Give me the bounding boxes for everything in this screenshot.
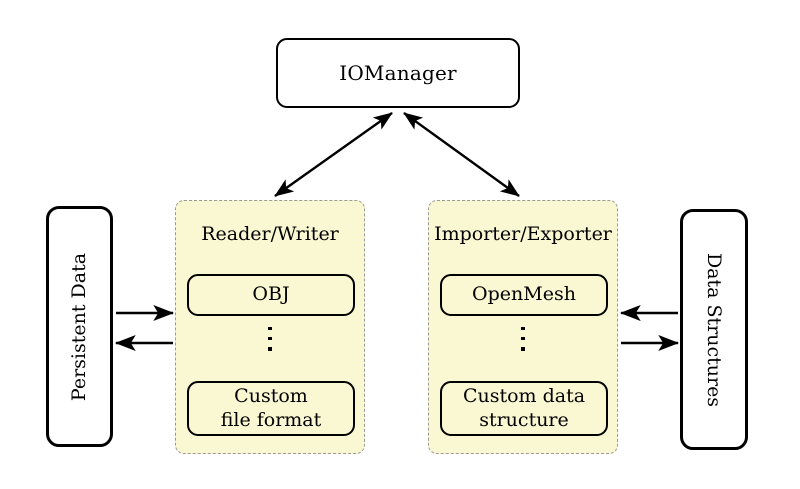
box-obj: OBJ bbox=[187, 274, 355, 316]
box-custom-file-format: Custom file format bbox=[187, 381, 355, 436]
box-custom-data-structure-line1: Custom data bbox=[462, 385, 586, 408]
ellipsis-dot bbox=[268, 347, 272, 351]
box-custom-data-structure-label: Custom data structure bbox=[463, 385, 585, 431]
group-reader-writer-title: Reader/Writer bbox=[201, 223, 339, 245]
ellipsis-dot bbox=[521, 347, 525, 351]
group-importer-exporter-title: Importer/Exporter bbox=[434, 223, 612, 245]
ellipsis-dot bbox=[521, 327, 525, 331]
node-persistent-data: Persistent Data bbox=[46, 206, 113, 447]
ellipsis-dot bbox=[268, 327, 272, 331]
box-custom-file-format-label: Custom file format bbox=[221, 385, 322, 431]
box-custom-file-format-line1: Custom bbox=[234, 385, 308, 408]
node-data-structures: Data Structures bbox=[680, 209, 748, 450]
box-openmesh-label: OpenMesh bbox=[472, 283, 576, 306]
box-custom-file-format-line2: file format bbox=[220, 408, 322, 431]
connector-manager-readerwriter bbox=[274, 112, 393, 197]
persistent-data-label: Persistent Data bbox=[68, 252, 91, 401]
ellipsis-reader-writer bbox=[176, 327, 364, 351]
box-custom-data-structure-line2: structure bbox=[479, 408, 569, 431]
box-openmesh: OpenMesh bbox=[440, 274, 608, 316]
ellipsis-dot bbox=[268, 337, 272, 341]
group-importer-exporter: Importer/Exporter OpenMesh Custom data s… bbox=[428, 200, 618, 454]
data-structures-label: Data Structures bbox=[703, 252, 725, 407]
connector-manager-importerexporter bbox=[403, 112, 520, 197]
group-reader-writer: Reader/Writer OBJ Custom file format bbox=[175, 200, 365, 454]
box-obj-label: OBJ bbox=[252, 283, 290, 306]
ellipsis-dot bbox=[521, 337, 525, 341]
node-iomanager: IOManager bbox=[276, 38, 520, 108]
iomanager-label: IOManager bbox=[339, 60, 457, 85]
ellipsis-importer-exporter bbox=[429, 327, 617, 351]
box-custom-data-structure: Custom data structure bbox=[440, 381, 608, 436]
